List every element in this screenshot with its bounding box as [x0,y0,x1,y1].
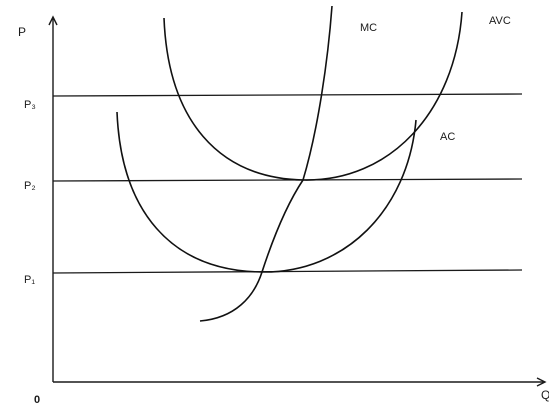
price-label-p2: P₂ [24,180,36,192]
avc-curve [163,11,463,181]
price-label-p3: P₃ [24,99,36,111]
price-line-p2 [52,178,523,182]
price-line-p3 [52,93,523,97]
origin-label: 0 [34,394,40,406]
ac-curve [116,111,417,273]
avc-curve-label: AVC [489,15,511,27]
x-axis-label: Q [541,388,549,402]
price-line-p1 [52,269,523,274]
ac-curve-label: AC [440,131,455,143]
mc-curve [199,5,333,322]
x-axis-arrow [536,377,547,387]
y-axis-arrow [48,15,58,26]
mc-curve-label: MC [360,22,377,34]
price-label-p1: P₁ [24,274,35,286]
y-axis-label: P [18,25,26,39]
